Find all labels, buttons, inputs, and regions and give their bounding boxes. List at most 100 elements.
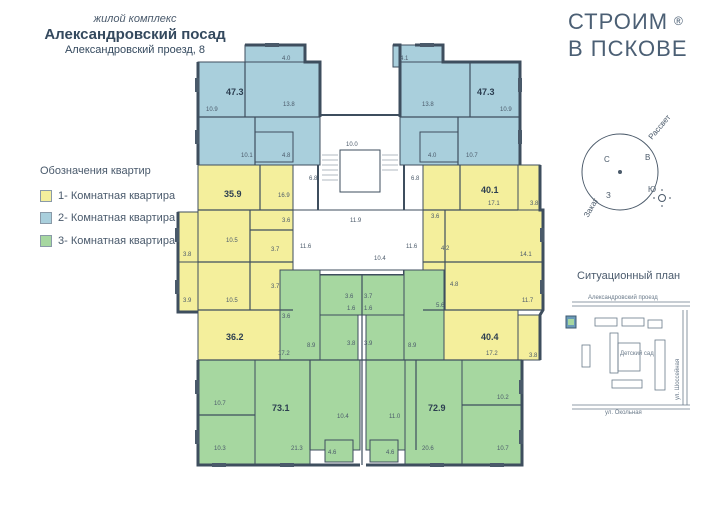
area-bottom-left: 73.1 (272, 403, 290, 413)
compass-east: В (645, 153, 650, 162)
room-label: 11.9 (350, 218, 362, 224)
area-labels: 47.3 47.3 35.9 40.1 36.2 40.4 73.1 72.9 (224, 87, 499, 413)
legend-item-3room: 3- Комнатная квартира (40, 234, 175, 248)
map-buildings (581, 317, 666, 391)
room-label: 11.6 (406, 244, 418, 250)
apartment-bottom-right (365, 269, 523, 466)
room-label: 20.6 (422, 446, 434, 452)
room-label: 3.7 (364, 294, 373, 300)
project-building-marker (565, 315, 577, 329)
legend-swatch-blue (40, 212, 52, 224)
room-label: 10.7 (466, 153, 478, 159)
floor-plan (175, 43, 545, 467)
compass-center (618, 170, 622, 174)
legend-title: Обозначения квартир (40, 165, 151, 177)
brand-line2: В ПСКОВЕ (568, 36, 688, 61)
room-label: 11.6 (300, 244, 312, 250)
complex-address: Александровский проезд, 8 (64, 44, 206, 56)
room-label: 10.3 (214, 446, 226, 452)
apartment-top-left (197, 44, 321, 166)
room-label: 10.4 (337, 414, 349, 420)
legend-item-2room: 2- Комнатная квартира (40, 211, 175, 225)
room-label: 3.9 (183, 298, 192, 304)
sunset-label: Закат (582, 196, 600, 219)
room-label: 8.9 (408, 343, 417, 349)
area-left-upper: 35.9 (224, 189, 242, 199)
room-label: 10.2 (497, 395, 509, 401)
apartment-top-right (392, 44, 521, 166)
legend-label: 2- Комнатная квартира (58, 212, 176, 224)
room-labels: 4.0 10.9 13.8 10.1 4.8 4.1 13.8 10.9 4.0… (183, 56, 539, 456)
room-label: 10.5 (226, 238, 238, 244)
room-label: 14.1 (520, 252, 532, 258)
room-label: 10.7 (497, 446, 509, 452)
room-label: 8.9 (307, 343, 316, 349)
sun-icon (653, 189, 671, 207)
room-label: 3.8 (530, 201, 539, 207)
room-label: 10.5 (226, 298, 238, 304)
room-label: 3.7 (271, 247, 280, 253)
complex-title: Александровский посад (44, 26, 226, 43)
apartment-bottom-left (197, 269, 361, 466)
corridor (292, 209, 424, 271)
room-label: 17.1 (488, 201, 500, 207)
brand-logo: СТРОИМ ® В ПСКОВЕ (568, 8, 688, 62)
area-top-right: 47.3 (477, 87, 495, 97)
room-label: 1.6 (364, 306, 373, 312)
room-label: 10.7 (214, 401, 226, 407)
compass-south: Ю (648, 185, 656, 194)
street-bottom-label: ул. Окольная (605, 410, 642, 416)
room-label: 10.9 (500, 107, 512, 113)
window-tabs (175, 43, 544, 467)
situation-plan-map: Александровский проезд ул. Окольная ул. … (565, 294, 690, 416)
room-label: 17.2 (278, 351, 290, 357)
room-label: 11.7 (522, 298, 534, 304)
compass-ring (581, 133, 659, 211)
room-label: 3.6 (431, 214, 440, 220)
room-label: 3.7 (271, 284, 280, 290)
room-label: 3.6 (345, 294, 354, 300)
room-label: 3.8 (347, 341, 356, 347)
room-label: 13.8 (283, 102, 295, 108)
room-label: 17.2 (486, 351, 498, 357)
legend-label: 3- Комнатная квартира (58, 235, 176, 247)
area-bottom-right: 72.9 (428, 403, 446, 413)
legend-item-1room: 1- Комнатная квартира (40, 189, 175, 203)
area-right-lower: 40.4 (481, 332, 499, 342)
area-top-left: 47.3 (226, 87, 244, 97)
area-right-upper: 40.1 (481, 185, 499, 195)
street-right-label: ул. Шоссейная (674, 359, 681, 400)
room-label: 3.8 (183, 252, 192, 258)
street-top-label: Александровский проезд (588, 294, 658, 301)
apartment-left-upper (177, 164, 294, 263)
room-label: 3.8 (529, 353, 538, 359)
room-label: 10.4 (374, 256, 386, 262)
room-label: 10.0 (346, 142, 358, 148)
elevator-shaft (339, 149, 381, 193)
room-label: 13.8 (422, 102, 434, 108)
apartment-right-upper (422, 164, 544, 263)
situation-plan-title: Ситуационный план (577, 270, 681, 282)
area-left-lower: 36.2 (226, 332, 244, 342)
room-label: 11.0 (389, 414, 401, 420)
room-label: 10.9 (206, 107, 218, 113)
room-label: 6.8 (411, 176, 420, 182)
legend-swatch-yellow (40, 190, 52, 202)
legend-swatch-green (40, 235, 52, 247)
room-label: 21.3 (291, 446, 303, 452)
room-label: 10.1 (241, 153, 253, 159)
kindergarten-label: Детский сад (620, 350, 654, 357)
room-label: 1.6 (347, 306, 356, 312)
room-label: 4.6 (328, 450, 337, 456)
room-label: 3.6 (282, 314, 291, 320)
room-label: 4.8 (450, 282, 459, 288)
registered-mark: ® (674, 14, 684, 28)
compass-west: З (606, 191, 611, 200)
room-label: 16.9 (278, 193, 290, 199)
legend-label: 1- Комнатная квартира (58, 190, 176, 202)
room-label: 4.8 (282, 153, 291, 159)
brand-line1: СТРОИМ (568, 9, 669, 34)
room-label: 4.0 (282, 56, 291, 62)
compass: С В Ю З Рассвет Закат (581, 113, 673, 219)
